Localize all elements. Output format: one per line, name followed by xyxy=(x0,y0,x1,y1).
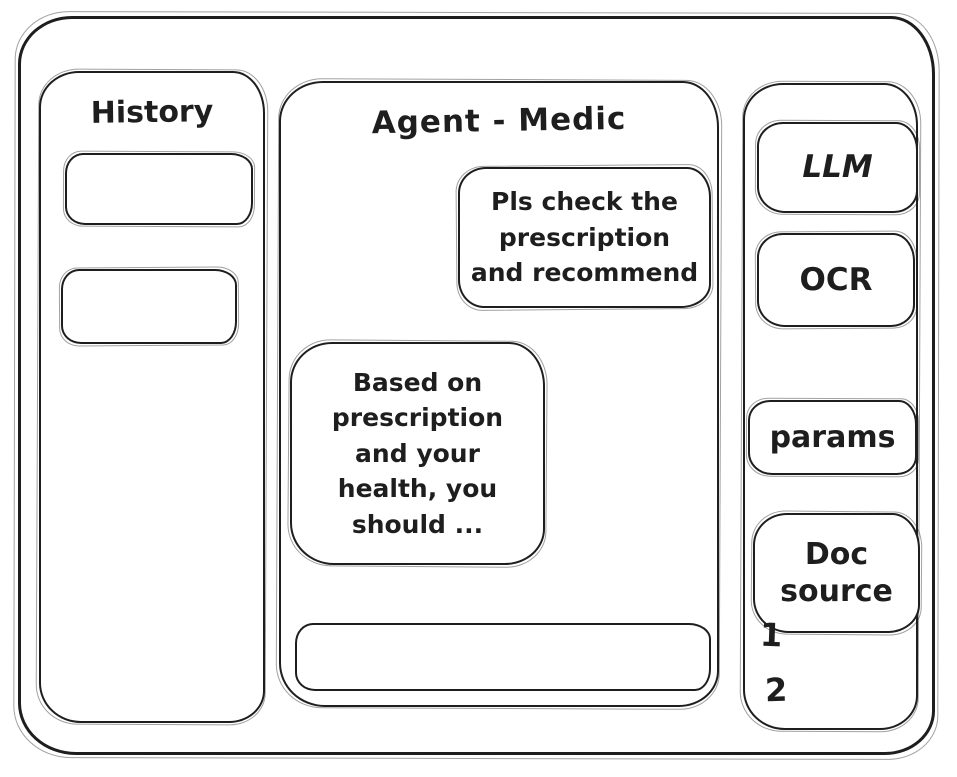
tools-panel: LLM OCR params Doc source 1 2 xyxy=(743,83,920,730)
history-panel: History xyxy=(39,71,265,723)
llm-button[interactable]: LLM xyxy=(757,122,918,213)
doc-source-item-2[interactable]: 2 xyxy=(764,670,788,710)
params-button[interactable]: params xyxy=(748,400,917,475)
assistant-message-bubble: Based on prescription and your health, y… xyxy=(290,342,545,565)
doc-source-button[interactable]: Doc source xyxy=(753,513,920,633)
chat-panel: Agent - Medic Pls check the prescription… xyxy=(279,81,719,707)
chat-input[interactable] xyxy=(295,623,711,691)
chat-title: Agent - Medic xyxy=(371,100,627,142)
app-frame: History Agent - Medic Pls check the pres… xyxy=(18,16,935,755)
history-title: History xyxy=(90,94,214,131)
history-item[interactable] xyxy=(61,269,237,344)
doc-source-item-1[interactable]: 1 xyxy=(759,615,783,655)
user-message-bubble: Pls check the prescription and recommend xyxy=(458,167,711,308)
history-item[interactable] xyxy=(65,153,253,225)
ocr-button[interactable]: OCR xyxy=(757,233,915,327)
